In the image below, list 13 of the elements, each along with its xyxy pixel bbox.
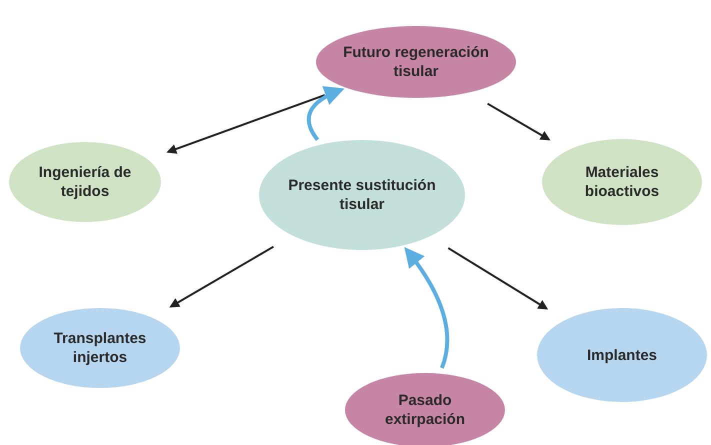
arrow [404,246,450,369]
node-label: Futuro regeneración tisular [342,43,490,81]
arrow [166,94,326,154]
node-label: Presente sustitución tisular [287,176,437,214]
arrow [169,246,274,308]
node-label: Pasado extirpación [384,391,466,429]
arrow [448,247,548,310]
node-label: Ingeniería de tejidos [38,163,132,201]
arrow [306,86,344,141]
node-label: Transplantes injertos [52,329,148,367]
node-label: Implantes [586,346,658,364]
arrow [487,102,550,140]
node-label: Materiales bioactivos [584,163,660,201]
